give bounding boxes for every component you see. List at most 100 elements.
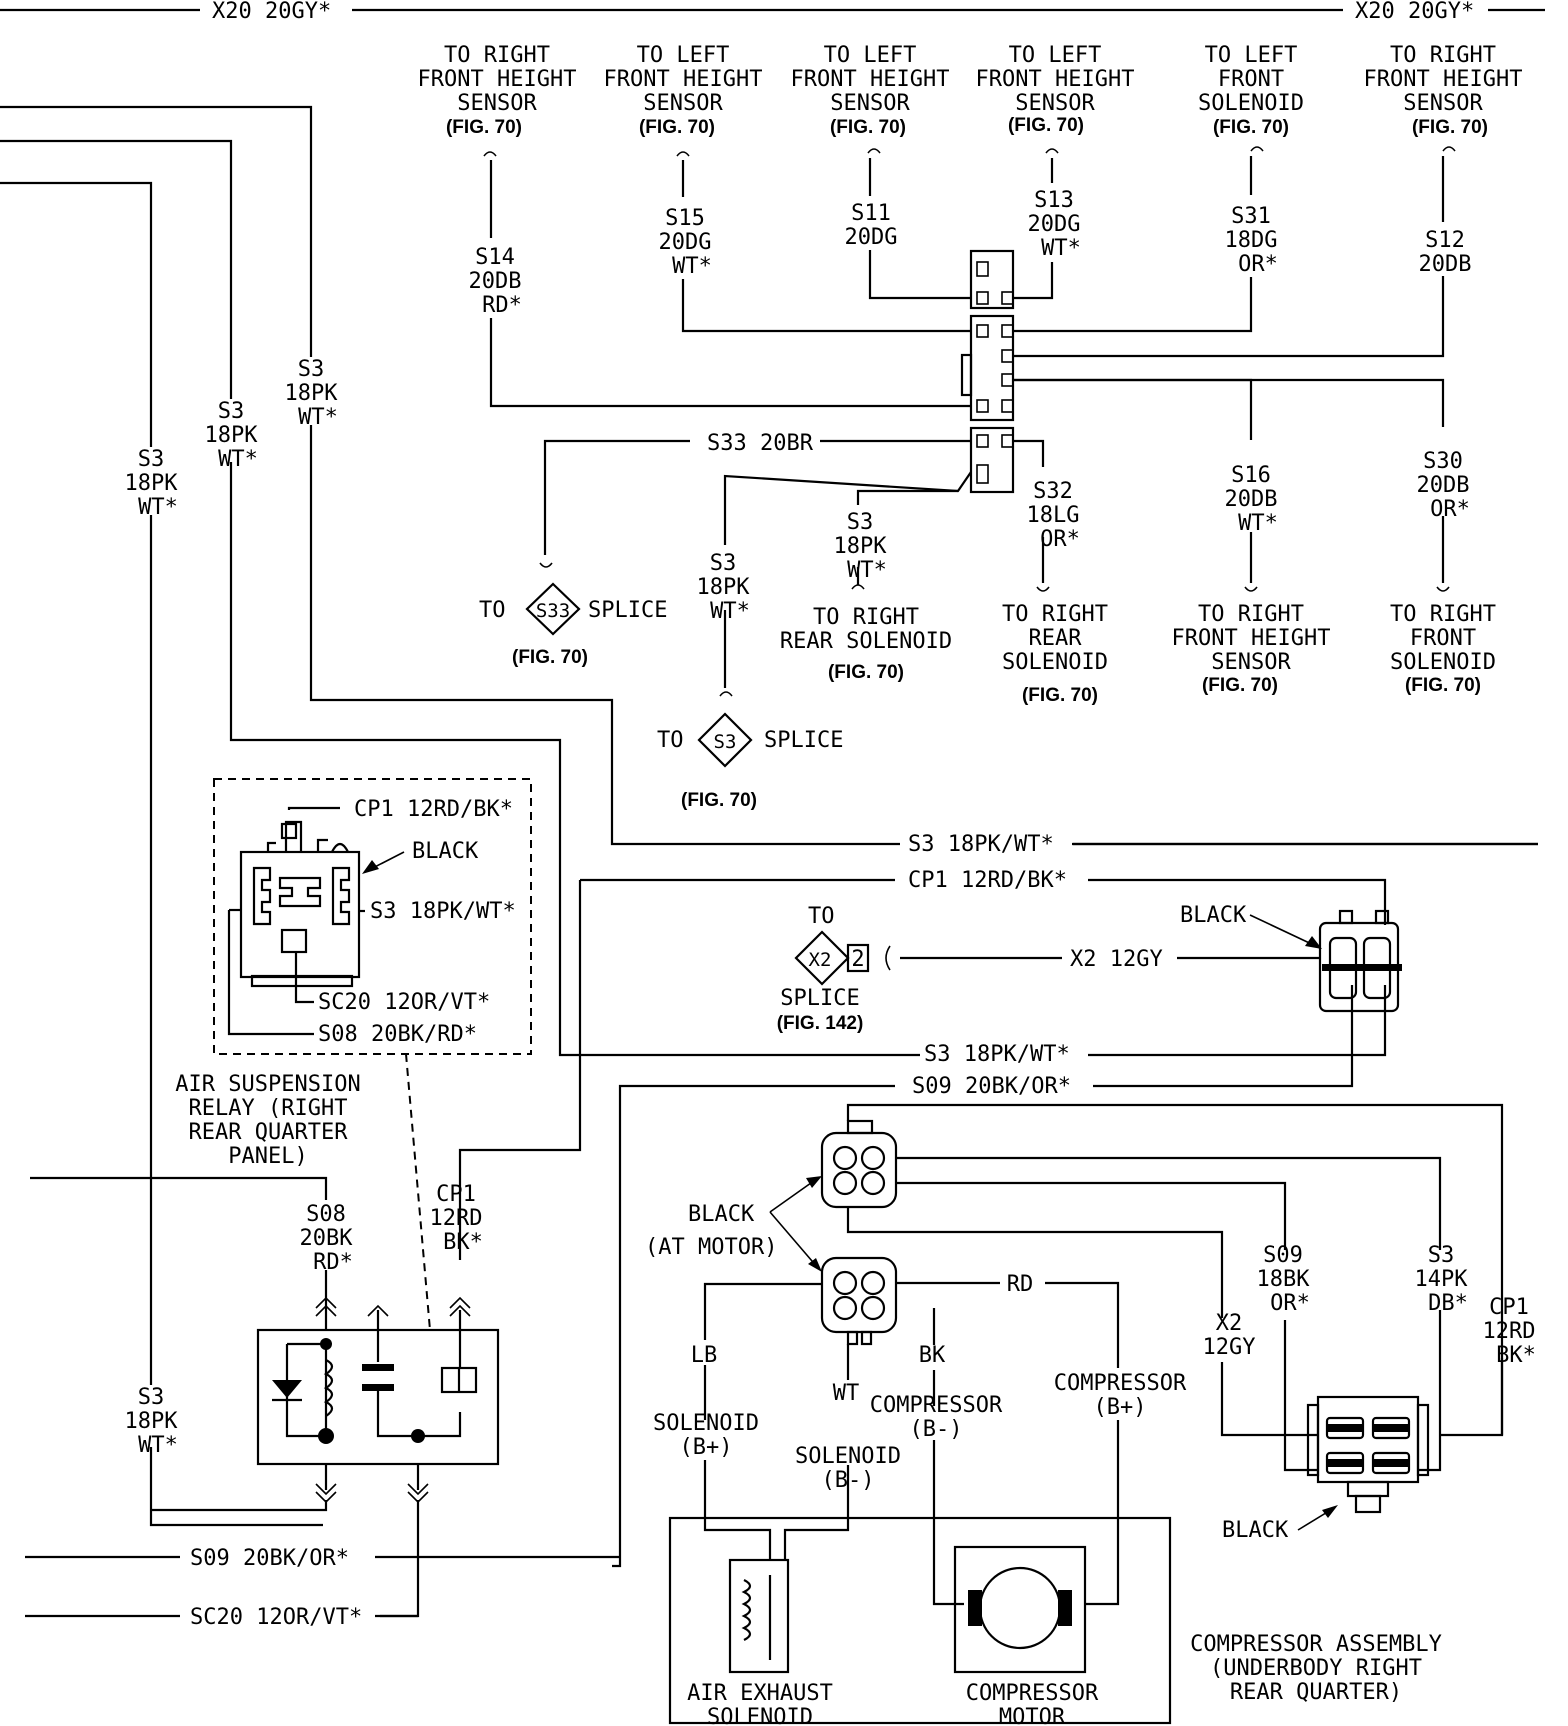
svg-text:CP1: CP1 — [1489, 1295, 1529, 1320]
svg-text:WT*: WT* — [847, 558, 887, 583]
svg-text:S14: S14 — [475, 245, 515, 270]
destination-left-front-height-sensor-2: TO LEFT FRONT HEIGHT SENSOR (FIG. 70) — [791, 43, 950, 138]
svg-text:SPLICE: SPLICE — [588, 598, 667, 623]
svg-text:S15: S15 — [665, 206, 705, 231]
air-exhaust-solenoid-symbol — [728, 1558, 790, 1674]
svg-text:WT: WT — [833, 1381, 860, 1406]
svg-text:OR*: OR* — [1040, 527, 1080, 552]
wire-code-s3-to-splice: S3 18PK WT* — [697, 551, 751, 624]
wire-code-s15: S15 20DG WT* — [659, 206, 712, 279]
svg-text:12GY: 12GY — [1203, 1335, 1256, 1360]
wire-code-s3-rear-solenoid: S3 18PK WT* — [834, 510, 888, 583]
svg-text:SOLENOID: SOLENOID — [1390, 650, 1496, 675]
svg-text:WT*: WT* — [710, 599, 750, 624]
svg-text:TO LEFT: TO LEFT — [1205, 43, 1298, 68]
s3-low-label: S3 18PK/WT* — [924, 1042, 1070, 1067]
svg-text:(FIG. 70): (FIG. 70) — [1202, 675, 1278, 696]
svg-text:SPLICE: SPLICE — [780, 986, 859, 1011]
wire-code-s08: S08 20BK RD* — [300, 1202, 354, 1275]
svg-text:SOLENOID: SOLENOID — [1002, 650, 1108, 675]
wire-code-s14: S14 20DB RD* — [469, 245, 522, 318]
svg-text:SENSOR: SENSOR — [643, 91, 723, 116]
motor-wire-labels: LB WT BK RD SOLENOID (B+) SOLENOID (B-) … — [653, 1272, 1187, 1493]
svg-text:REAR QUARTER): REAR QUARTER) — [1230, 1680, 1402, 1705]
svg-text:20DB: 20DB — [1225, 487, 1278, 512]
svg-text:AIR EXHAUST: AIR EXHAUST — [687, 1681, 833, 1706]
svg-text:(FIG. 70): (FIG. 70) — [639, 117, 715, 138]
svg-text:S3: S3 — [714, 731, 737, 753]
svg-text:RD*: RD* — [313, 1250, 353, 1275]
sc20-bottom-label: SC20 12OR/VT* — [190, 1605, 362, 1630]
svg-text:TO RIGHT: TO RIGHT — [813, 605, 919, 630]
svg-text:SOLENOID: SOLENOID — [1198, 91, 1304, 116]
svg-text:COMPRESSOR: COMPRESSOR — [1054, 1371, 1187, 1396]
svg-text:S30: S30 — [1423, 449, 1463, 474]
wire-code-s30: S30 20DB OR* — [1417, 449, 1470, 522]
svg-text:DB*: DB* — [1428, 1291, 1468, 1316]
svg-text:20BK: 20BK — [300, 1226, 354, 1251]
relay-caption: AIR SUSPENSION RELAY (RIGHT REAR QUARTER… — [175, 1072, 360, 1169]
svg-text:MOTOR: MOTOR — [999, 1705, 1066, 1726]
svg-text:TO: TO — [808, 904, 835, 929]
relay-inset: CP1 12RD/BK* BLACK S3 18PK/WT* SC20 12OR… — [213, 778, 532, 1331]
s3-main-label: S3 18PK/WT* — [908, 832, 1054, 857]
black-connector-bottom: BLACK — [1222, 1395, 1430, 1543]
svg-text:20DG: 20DG — [659, 230, 712, 255]
motor-connector-lower — [820, 1256, 898, 1346]
svg-text:SPLICE: SPLICE — [764, 728, 843, 753]
svg-text:S08: S08 — [306, 1202, 346, 1227]
svg-text:S33: S33 — [536, 600, 570, 622]
splice-x2: TO X2 2 SPLICE (FIG. 142) — [777, 904, 891, 1034]
terminal-symbols-top — [483, 146, 1456, 157]
svg-text:RELAY (RIGHT: RELAY (RIGHT — [189, 1096, 348, 1121]
destination-right-front-height-sensor-2: TO RIGHT FRONT HEIGHT SENSOR (FIG. 70) — [1364, 43, 1523, 138]
svg-text:18BK: 18BK — [1257, 1267, 1311, 1292]
destination-left-front-height-sensor-3: TO LEFT FRONT HEIGHT SENSOR (FIG. 70) — [976, 43, 1135, 136]
svg-text:WT*: WT* — [138, 495, 178, 520]
svg-text:OR*: OR* — [1238, 252, 1278, 277]
svg-text:COMPRESSOR: COMPRESSOR — [966, 1681, 1099, 1706]
s09-bottom-label: S09 20BK/OR* — [190, 1546, 349, 1571]
svg-text:SENSOR: SENSOR — [830, 91, 910, 116]
svg-text:SENSOR: SENSOR — [1015, 91, 1095, 116]
svg-text:FRONT HEIGHT: FRONT HEIGHT — [791, 67, 950, 92]
svg-text:TO LEFT: TO LEFT — [637, 43, 730, 68]
splice-s33: TO S33 SPLICE (FIG. 70) — [479, 582, 667, 668]
svg-text:S3: S3 — [847, 510, 874, 535]
destination-right-rear-solenoid-1: TO RIGHT REAR SOLENOID (FIG. 70) — [780, 605, 952, 683]
destination-right-rear-solenoid-2: TO RIGHT REAR SOLENOID (FIG. 70) — [1002, 602, 1108, 706]
svg-text:WT*: WT* — [298, 405, 338, 430]
svg-text:RD: RD — [1007, 1272, 1034, 1297]
svg-text:COMPRESSOR ASSEMBLY: COMPRESSOR ASSEMBLY — [1190, 1632, 1442, 1657]
svg-text:S3: S3 — [1428, 1243, 1455, 1268]
svg-text:FRONT HEIGHT: FRONT HEIGHT — [418, 67, 577, 92]
svg-text:REAR: REAR — [1029, 626, 1083, 651]
svg-text:(FIG. 70): (FIG. 70) — [512, 647, 588, 668]
wire-code-s3-left-3: S3 18PK WT* — [125, 447, 179, 520]
svg-text:COMPRESSOR: COMPRESSOR — [870, 1393, 1003, 1418]
s09-label: S09 20BK/OR* — [912, 1074, 1071, 1099]
svg-text:(B+): (B+) — [1094, 1395, 1147, 1420]
compressor-motor-symbol — [953, 1545, 1087, 1674]
compressor-assembly: AIR EXHAUST SOLENOID COMPRESSOR MOTOR — [668, 1516, 1172, 1726]
relay-s3-label: S3 18PK/WT* — [370, 899, 516, 924]
svg-text:S31: S31 — [1231, 204, 1271, 229]
svg-text:FRONT HEIGHT: FRONT HEIGHT — [1364, 67, 1523, 92]
svg-text:(FIG. 70): (FIG. 70) — [1412, 117, 1488, 138]
svg-text:(FIG. 70): (FIG. 70) — [446, 117, 522, 138]
svg-text:REAR SOLENOID: REAR SOLENOID — [780, 629, 952, 654]
svg-text:WT*: WT* — [1041, 236, 1081, 261]
svg-text:2: 2 — [851, 947, 864, 972]
relay-cp1-label: CP1 12RD/BK* — [354, 797, 513, 822]
wire-code-cp1-relay: CP1 12RD BK* — [430, 1182, 483, 1255]
svg-text:FRONT: FRONT — [1410, 626, 1476, 651]
svg-text:FRONT HEIGHT: FRONT HEIGHT — [976, 67, 1135, 92]
svg-text:(FIG. 70): (FIG. 70) — [1213, 117, 1289, 138]
svg-text:TO LEFT: TO LEFT — [824, 43, 917, 68]
svg-text:FRONT HEIGHT: FRONT HEIGHT — [1172, 626, 1331, 651]
svg-text:LB: LB — [691, 1343, 718, 1368]
wire-code-s16: S16 20DB WT* — [1225, 463, 1278, 536]
destination-left-front-solenoid: TO LEFT FRONT SOLENOID (FIG. 70) — [1198, 43, 1304, 138]
black-label-bottom: BLACK — [1222, 1518, 1289, 1543]
